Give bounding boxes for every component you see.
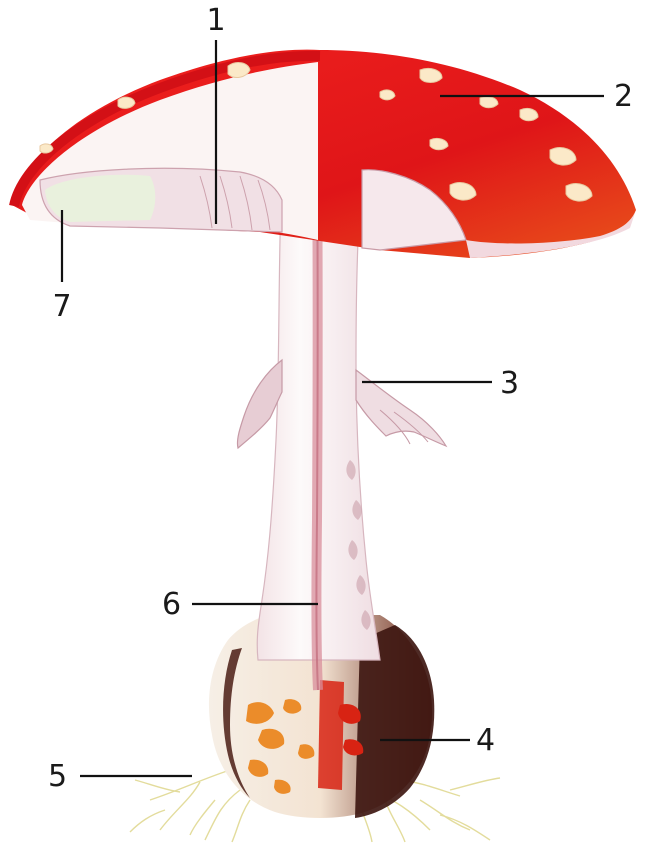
label-6: 6 <box>162 587 181 622</box>
cap <box>12 50 636 258</box>
label-2: 2 <box>614 79 633 114</box>
label-7: 7 <box>52 289 71 324</box>
label-5: 5 <box>48 759 67 794</box>
label-3: 3 <box>500 366 519 401</box>
label-1: 1 <box>206 3 225 38</box>
label-4: 4 <box>476 723 495 758</box>
